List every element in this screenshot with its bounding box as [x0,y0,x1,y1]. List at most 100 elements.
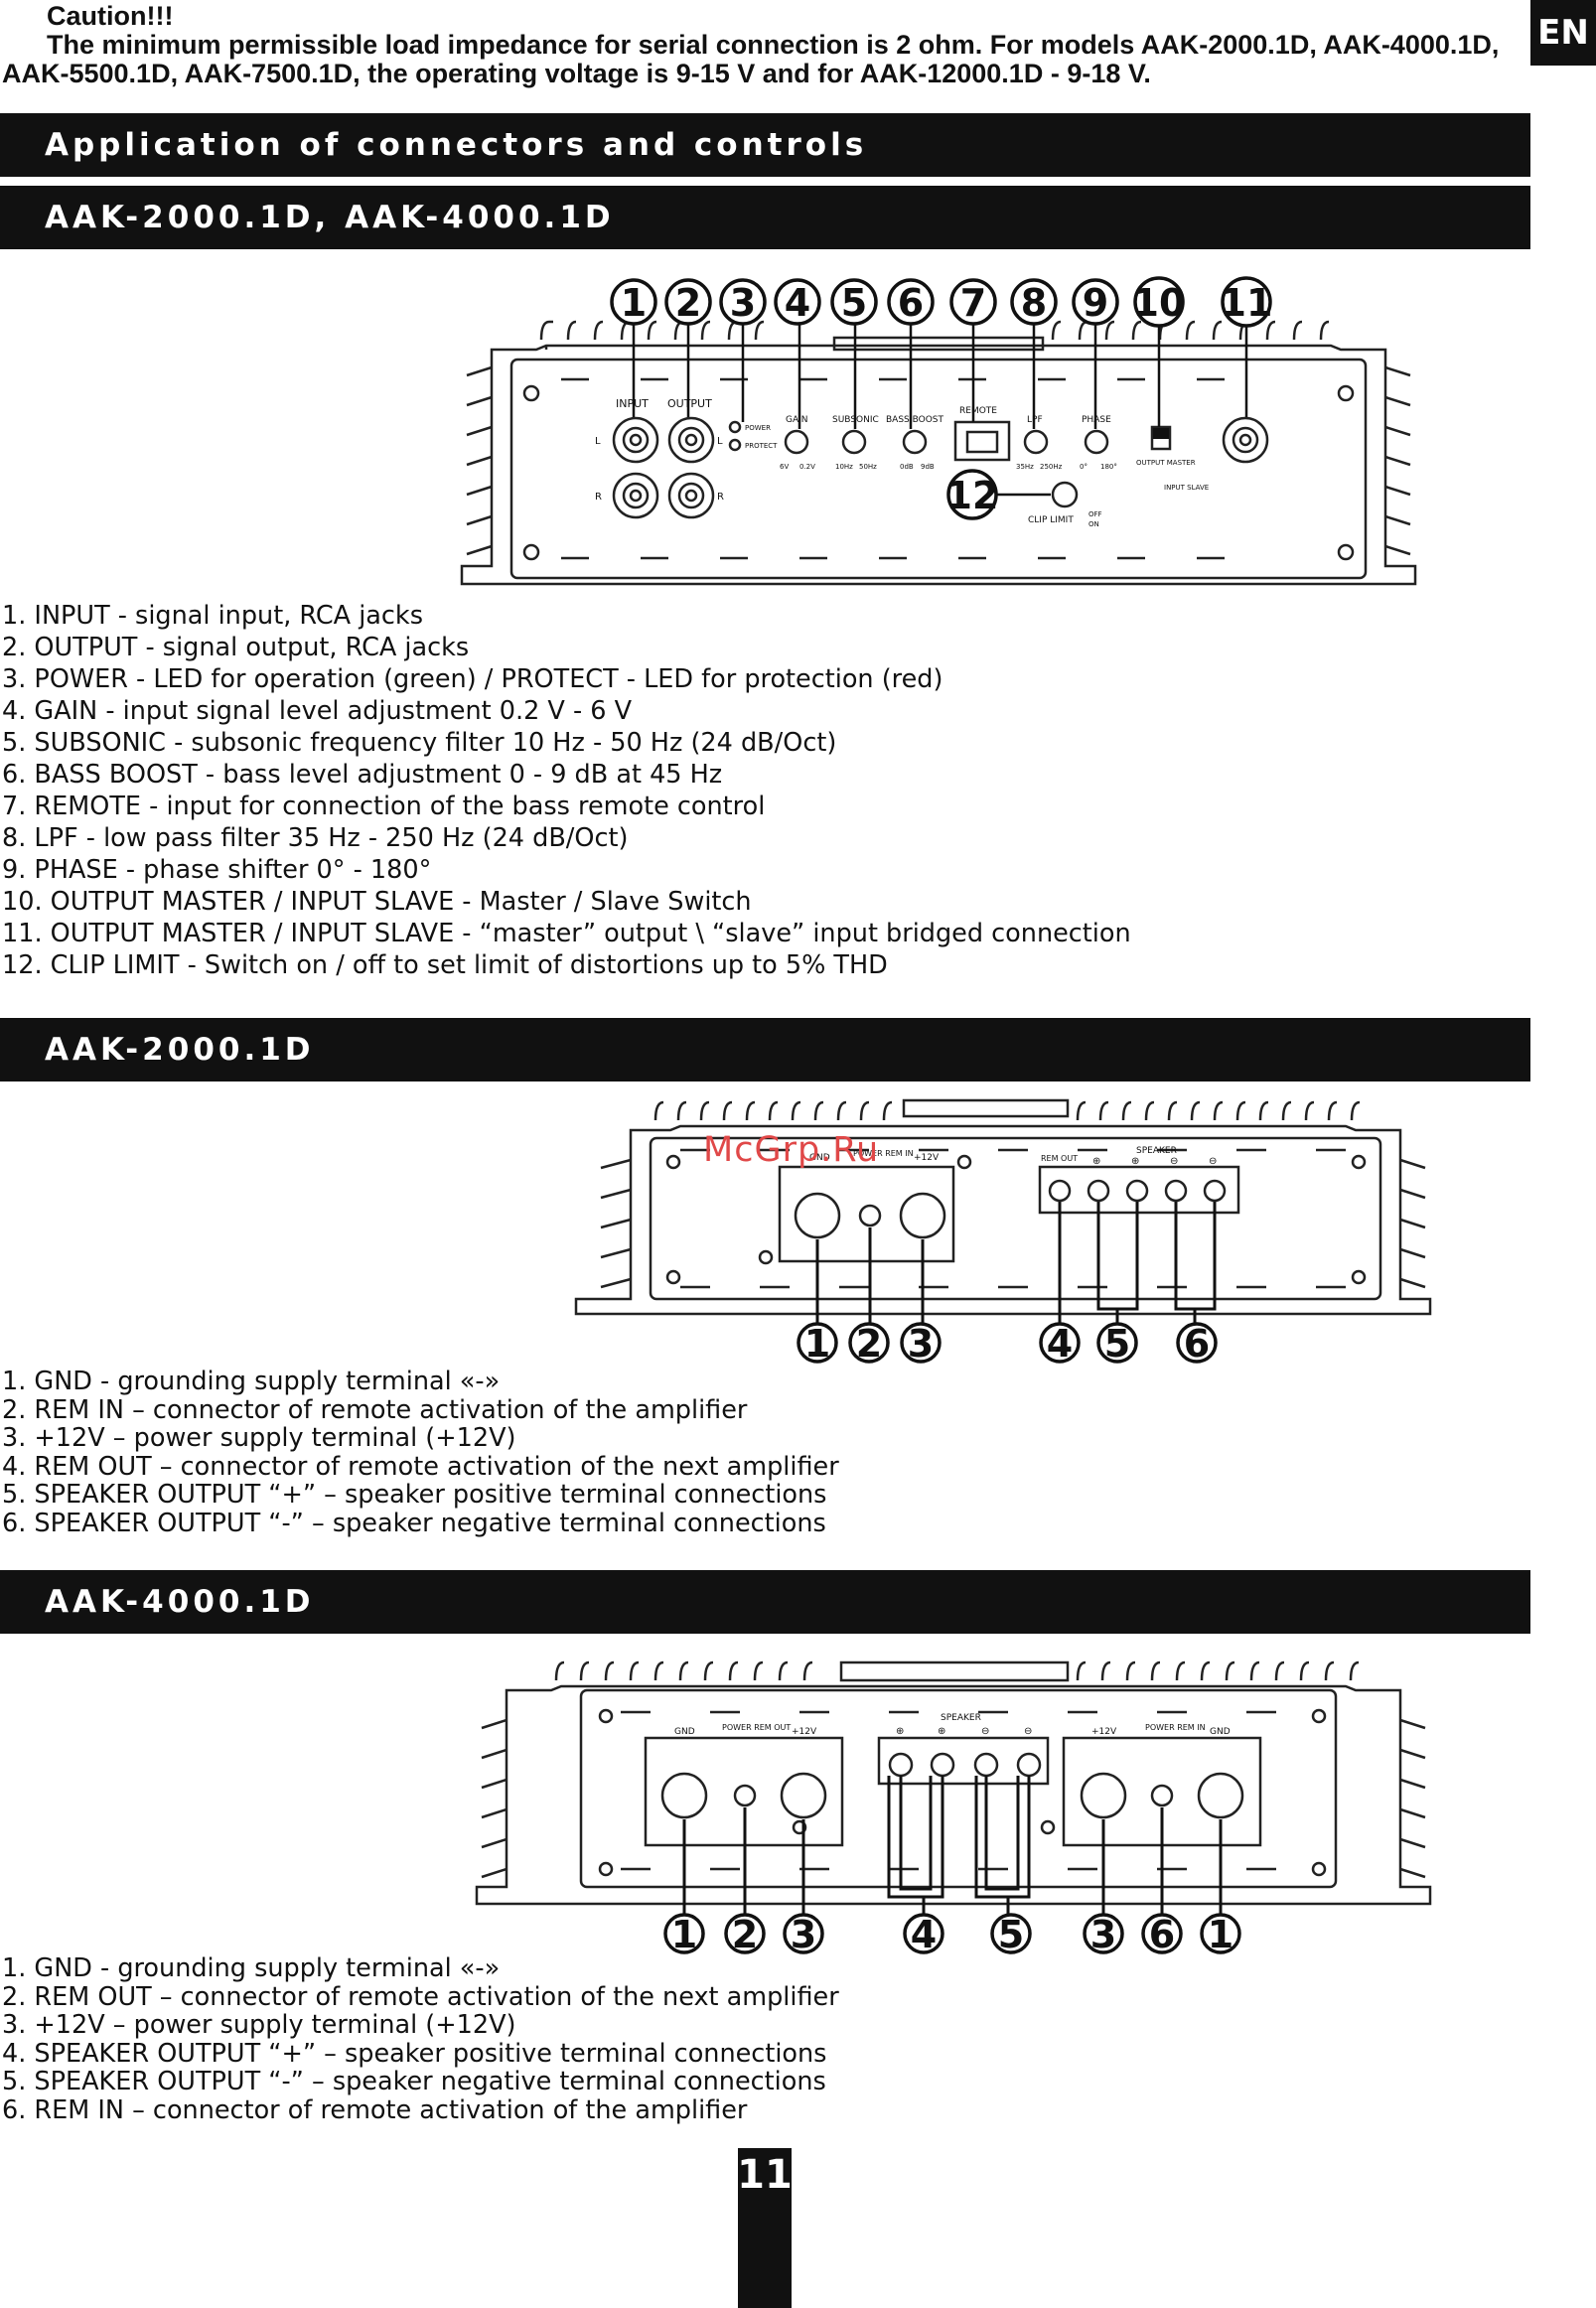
svg-text:4: 4 [1047,1322,1073,1366]
section-header-main: Application of connectors and controls [0,113,1530,177]
svg-text:8: 8 [1021,281,1047,325]
svg-text:10: 10 [1133,281,1186,325]
list-item: 9. PHASE - phase shifter 0° - 180° [2,855,432,885]
panel-label-input-slave: INPUT SLAVE [1164,484,1209,492]
panel-label-gain: GAIN [786,415,808,425]
panel-label-lpf: LPF [1027,415,1043,425]
caution-line-2: AAK-5500.1D, AAK-7500.1D, the operating … [2,59,1151,88]
panel-label-12v: +12V [792,1727,817,1737]
list-item: 3. +12V – power supply terminal (+12V) [2,2010,516,2041]
callout-10: 10 [1133,276,1186,328]
minus-icon: ⊖ [981,1726,989,1737]
panel-label-12v-right: +12V [1091,1727,1117,1737]
caution-line-1: The minimum permissible load impedance f… [47,30,1500,60]
svg-text:6: 6 [1184,1322,1210,1366]
svg-text:1: 1 [804,1322,830,1366]
caution-block: Caution!!! The minimum permissible load … [0,2,1534,88]
list-item: 10. OUTPUT MASTER / INPUT SLAVE - Master… [2,887,752,917]
callout-6: 6 [1141,1913,1183,1956]
list-item: 2. REM IN – connector of remote activati… [2,1394,748,1425]
svg-text:6: 6 [898,281,924,325]
panel-label-power-rem-in: POWER REM IN [1145,1723,1206,1732]
svg-text:5: 5 [998,1913,1024,1956]
callout-3: 3 [783,1913,824,1956]
svg-text:4: 4 [785,281,810,325]
list-item: 5. SUBSONIC - subsonic frequency filter … [2,728,837,758]
callout-7: 7 [949,278,997,326]
section-header-model-1: AAK-2000.1D, AAK-4000.1D [0,186,1530,249]
callout-1: 1 [797,1322,838,1366]
callout-4: 4 [1039,1322,1081,1366]
list-item: 11. OUTPUT MASTER / INPUT SLAVE - “maste… [2,919,1131,948]
list-item: 2. OUTPUT - signal output, RCA jacks [2,633,470,662]
panel-label-lpf-min: 35Hz [1016,463,1034,471]
panel-label-power: POWER [745,424,771,432]
svg-text:5: 5 [841,281,867,325]
callout-5: 5 [1096,1322,1138,1366]
panel-label-l-right: L [717,436,723,447]
svg-text:7: 7 [960,281,986,325]
panel-label-power-rem-in: POWER REM IN [853,1149,914,1158]
list-item: 12. CLIP LIMIT - Switch on / off to set … [2,950,888,980]
callout-11: 11 [1221,276,1273,328]
callout-2: 2 [664,278,712,326]
svg-text:11: 11 [1221,281,1273,325]
svg-text:9: 9 [1083,281,1108,325]
panel-label-gnd: GND [674,1727,695,1737]
svg-text:6: 6 [1149,1913,1175,1956]
list-item: 1. INPUT - signal input, RCA jacks [2,601,423,631]
caution-title: Caution!!! [47,1,174,31]
callout-1: 1 [663,1913,705,1956]
panel-label-rem-out: REM OUT [1041,1154,1078,1163]
plus-icon: ⊕ [1092,1156,1100,1167]
list-item: 6. BASS BOOST - bass level adjustment 0 … [2,760,723,790]
panel-label-sub-max: 50Hz [859,463,877,471]
panel-label-gain-max: 0.2V [799,463,815,471]
panel-label-protect: PROTECT [745,442,778,450]
panel-label-gnd: GND [809,1153,830,1163]
list-item: 1. GND - grounding supply terminal «-» [2,1953,501,1983]
list-item: 7. REMOTE - input for connection of the … [2,792,766,821]
panel-label-on: ON [1088,520,1099,528]
panel-label-off: OFF [1088,510,1102,518]
terminal-legend-list-4000: 1. GND - grounding supply terminal «-» 2… [2,1954,839,2125]
terminal-diagram-2000: GND POWER REM IN +12V REM OUT SPEAKER ⊕ … [574,1098,1432,1366]
callout-5: 5 [830,278,878,326]
list-item: 5. SPEAKER OUTPUT “+” – speaker positive… [2,1480,827,1511]
panel-label-bb-min: 0dB [900,463,914,471]
callout-2: 2 [848,1322,890,1366]
list-item: 3. +12V – power supply terminal (+12V) [2,1423,516,1454]
panel-label-subsonic: SUBSONIC [832,415,879,425]
panel-label-l-left: L [595,436,601,447]
panel-label-gnd-right: GND [1210,1727,1231,1737]
minus-icon: ⊖ [1170,1156,1178,1167]
panel-label-r-right: R [717,492,724,503]
svg-text:3: 3 [908,1322,934,1366]
panel-label-power-rem-out: POWER REM OUT [722,1723,791,1732]
svg-text:2: 2 [732,1913,758,1956]
list-item: 5. SPEAKER OUTPUT “-” – speaker negative… [2,2067,826,2097]
list-item: 6. SPEAKER OUTPUT “-” – speaker negative… [2,1508,826,1538]
panel-label-bass-boost: BASS BOOST [886,415,944,425]
callout-8: 8 [1010,278,1058,326]
callout-12: 12 [946,469,998,520]
language-tab: EN [1530,0,1596,66]
list-item: 4. REM OUT – connector of remote activat… [2,1451,839,1482]
svg-text:1: 1 [671,1913,697,1956]
callout-4: 4 [774,278,821,326]
svg-text:4: 4 [911,1913,937,1956]
panel-label-input: INPUT [616,397,649,410]
panel-label-gain-min: 6V [780,463,789,471]
panel-label-phase-min: 0° [1080,463,1088,471]
panel-label-bb-max: 9dB [921,463,935,471]
plus-icon: ⊕ [1131,1156,1139,1167]
panel-label-speaker: SPEAKER [1136,1146,1177,1156]
callout-5: 5 [990,1913,1032,1956]
plus-icon: ⊕ [938,1726,945,1737]
svg-text:1: 1 [621,281,647,325]
panel-label-clip-limit: CLIP LIMIT [1028,515,1074,525]
section-header-model-3: AAK-4000.1D [0,1570,1530,1634]
callout-4: 4 [903,1913,944,1956]
panel-label-output: OUTPUT [667,397,712,410]
callout-3-right: 3 [1083,1913,1124,1956]
